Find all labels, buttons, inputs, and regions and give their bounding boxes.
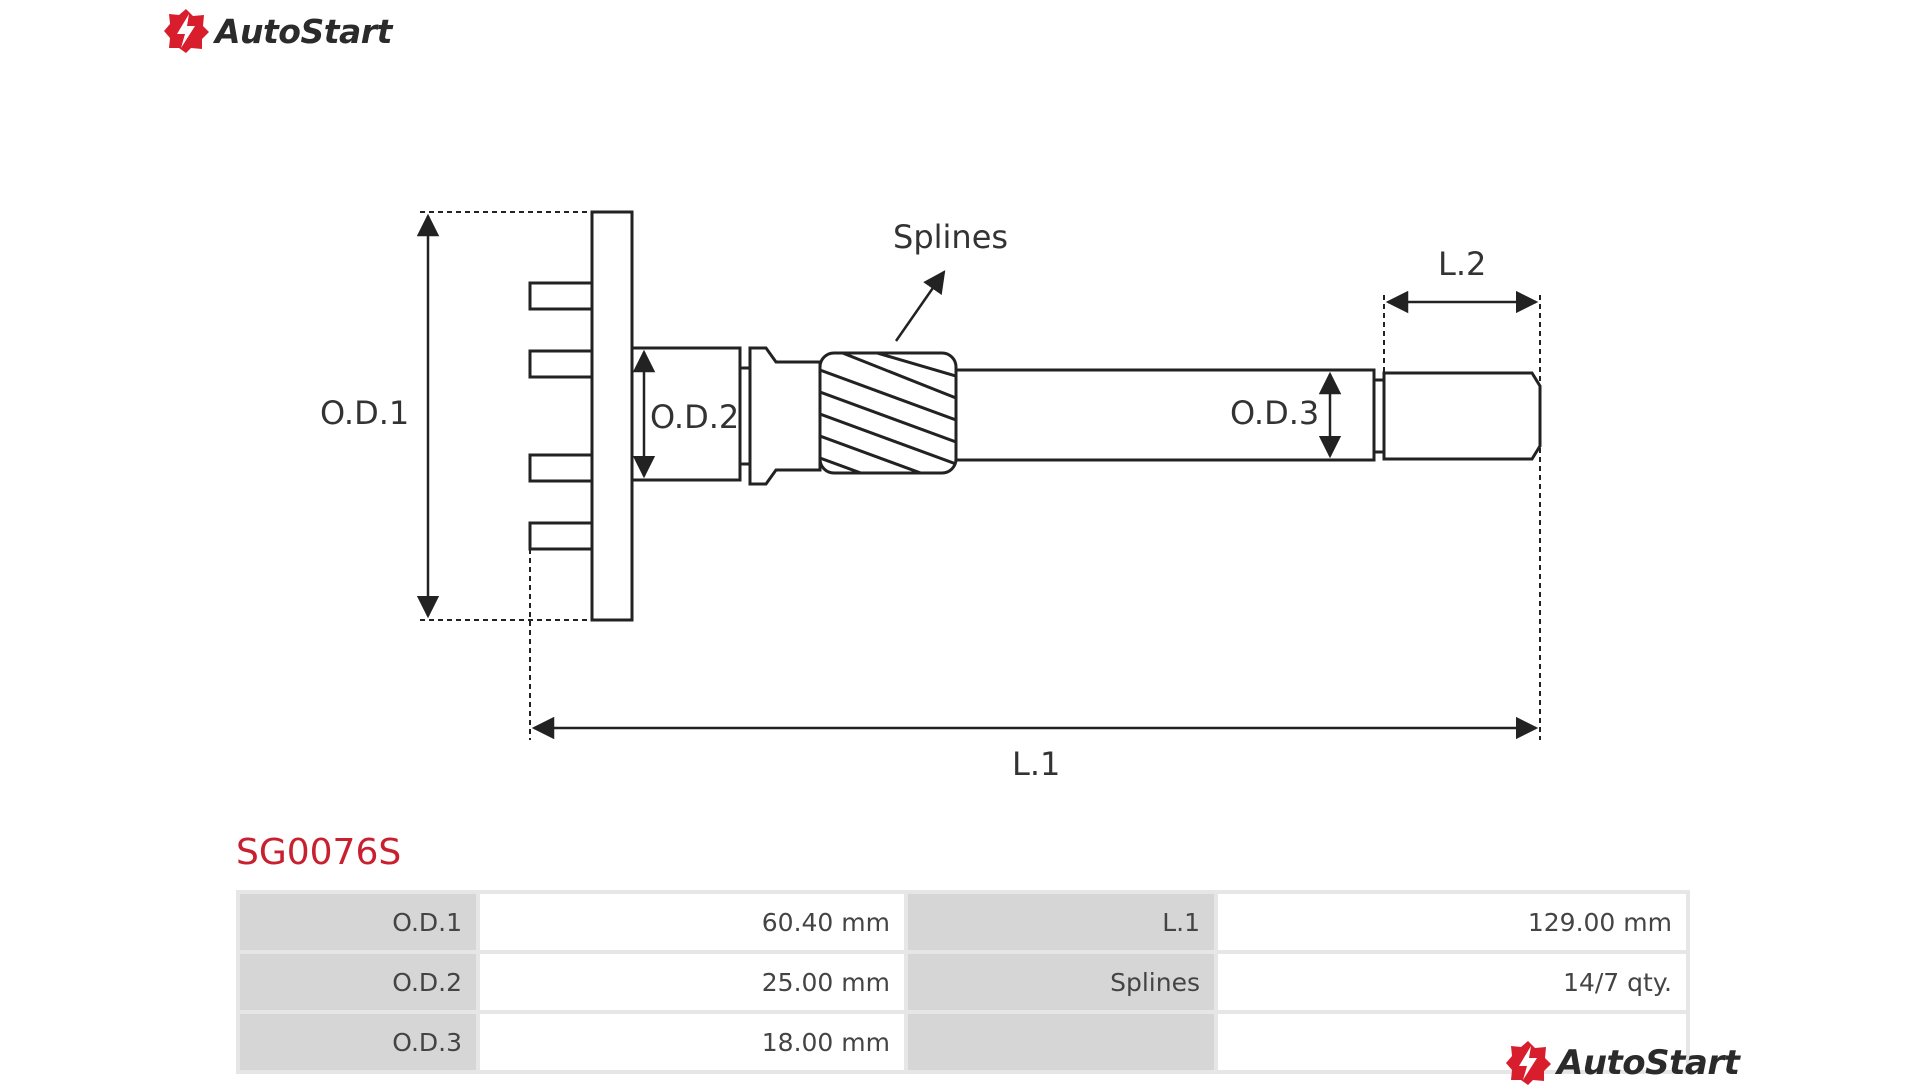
spec-key: O.D.3 [240, 1014, 476, 1070]
collar [748, 346, 822, 486]
spec-value: 25.00 mm [480, 954, 904, 1010]
label-od3: O.D.3 [1230, 394, 1319, 432]
label-l1: L.1 [1012, 745, 1060, 783]
part-code: SG0076S [236, 832, 402, 873]
table-row: O.D.1 60.40 mm L.1 129.00 mm [240, 894, 1686, 950]
shaft-end [1382, 371, 1542, 461]
spec-table: O.D.1 60.40 mm L.1 129.00 mm O.D.2 25.00… [236, 890, 1690, 1074]
drive-pin [528, 453, 594, 483]
spec-key: Splines [908, 954, 1214, 1010]
brand-wordmark: AutoStart [215, 11, 392, 51]
table-row: O.D.3 18.00 mm [240, 1014, 1686, 1070]
spline-teeth [820, 353, 956, 473]
spec-key: O.D.1 [240, 894, 476, 950]
autostart-logo-icon [1506, 1041, 1551, 1085]
spec-value [1218, 1014, 1686, 1070]
flange-plate [590, 210, 634, 622]
autostart-logo-icon [164, 9, 209, 53]
splines-leader [894, 270, 946, 342]
table-row: O.D.2 25.00 mm Splines 14/7 qty. [240, 954, 1686, 1010]
spec-value: 18.00 mm [480, 1014, 904, 1070]
spec-value: 60.40 mm [480, 894, 904, 950]
brand-wordmark: AutoStart [1557, 1043, 1740, 1083]
drive-pin [528, 521, 594, 551]
label-od1: O.D.1 [320, 394, 409, 432]
brand-logo-top: AutoStart [163, 8, 392, 54]
spec-key: L.1 [908, 894, 1214, 950]
spec-key [908, 1014, 1214, 1070]
spec-value: 14/7 qty. [1218, 954, 1686, 1010]
drive-pin [528, 349, 594, 379]
spec-value: 129.00 mm [1218, 894, 1686, 950]
label-od2: O.D.2 [650, 398, 739, 436]
label-splines: Splines [893, 218, 1008, 256]
brand-logo-bottom: AutoStart [1505, 1040, 1740, 1086]
drive-pin [528, 281, 594, 311]
spec-key: O.D.2 [240, 954, 476, 1010]
label-l2: L.2 [1438, 245, 1486, 283]
part-diagram: O.D.1 O.D.2 O.D.3 Splines L.1 L.2 [320, 210, 1542, 783]
